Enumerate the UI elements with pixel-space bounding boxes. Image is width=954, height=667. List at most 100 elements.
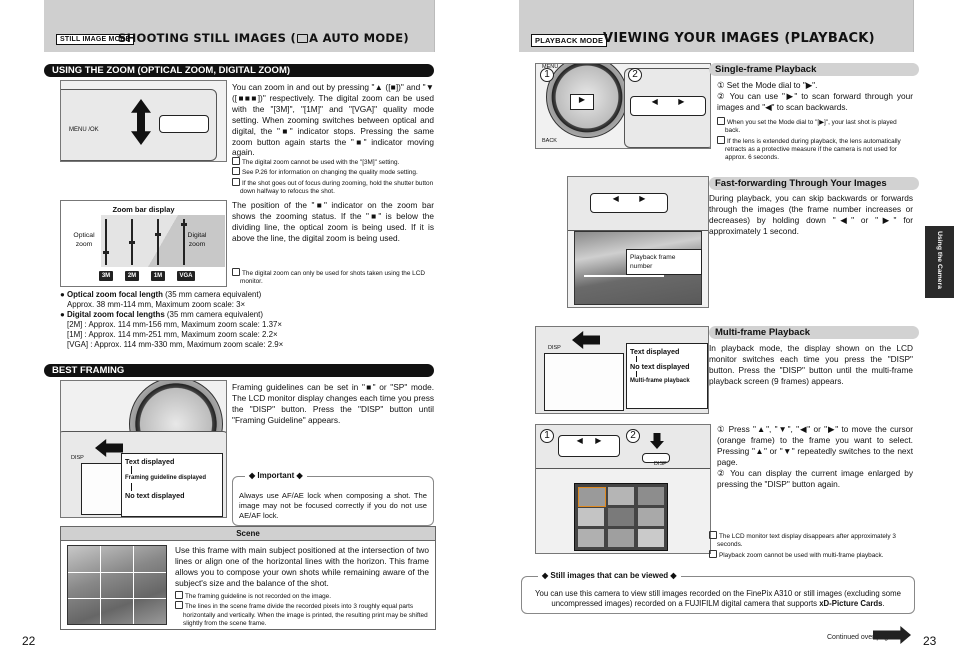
back-label: BACK bbox=[542, 138, 557, 144]
zoom-position-note: The digital zoom can only be used for sh… bbox=[232, 268, 434, 287]
single-frame-steps: ① Set the Mode dial to "▶". ② You can us… bbox=[717, 80, 913, 113]
step-1-marker: 1 bbox=[540, 429, 554, 443]
zoom-label-vga: VGA bbox=[177, 271, 195, 281]
title-part-b: A AUTO MODE) bbox=[309, 31, 409, 45]
multi-step-1: ① Press "▲", "▼", "◀" or "▶" to move the… bbox=[717, 424, 913, 467]
callout-framing-guideline: Framing guideline displayed bbox=[125, 475, 207, 481]
scene-title: Scene bbox=[61, 527, 435, 541]
thumbnail bbox=[578, 529, 604, 547]
zoom-position-description: The position of the "■" indicator on the… bbox=[232, 200, 434, 243]
zoom-notes: The digital zoom cannot be used with the… bbox=[232, 157, 434, 196]
xd-picture-cards-text: xD-Picture Cards bbox=[819, 599, 883, 608]
single-frame-illustration: ▶ ◀ ▶ 1 2 MENU BACK bbox=[535, 63, 711, 149]
scene-description: Use this frame with main subject positio… bbox=[175, 545, 429, 588]
scene-photo bbox=[67, 545, 167, 625]
optical-zoom-label: Optical zoom bbox=[73, 232, 95, 248]
zoom-label-1m: 1M bbox=[151, 271, 165, 281]
step-2-marker: 2 bbox=[628, 68, 642, 82]
callout-no-text: No text displayed bbox=[125, 491, 185, 500]
framing-callouts: Text displayed Framing guideline display… bbox=[121, 453, 223, 517]
thumbnail bbox=[638, 508, 664, 526]
zoom-button-illustration: MENU /OK bbox=[60, 80, 227, 162]
thumbnail-selected bbox=[578, 487, 606, 507]
scene-box: Scene Use this frame with main subject p… bbox=[60, 526, 436, 630]
best-framing-title: BEST FRAMING bbox=[44, 364, 434, 377]
note-icon bbox=[709, 549, 717, 558]
menu-ok-label: MENU /OK bbox=[69, 127, 99, 133]
digital-focal-value-1m: [1M] : Approx. 114 mm-251 mm, Maximum zo… bbox=[67, 330, 278, 339]
callout-connector bbox=[636, 371, 704, 377]
still-images-title: ◆ Still images that can be viewed ◆ bbox=[538, 571, 681, 581]
playback-mode-icon: ▶ bbox=[570, 94, 594, 110]
disp-press-arrow-icon bbox=[650, 433, 664, 449]
single-step-1: ① Set the Mode dial to "▶". bbox=[717, 80, 818, 90]
multi-frame-grid bbox=[574, 483, 668, 551]
zoom-indicator-4 bbox=[181, 223, 187, 226]
zoom-bar-3 bbox=[157, 219, 159, 265]
zoom-bar-display: Zoom bar display Optical zoom Digital zo… bbox=[60, 200, 227, 287]
focal-length-list: ● Optical zoom focal length (35 mm camer… bbox=[60, 290, 440, 350]
single-step-2: ② You can use "▶" to scan forward throug… bbox=[717, 90, 913, 112]
note-icon bbox=[717, 135, 725, 144]
right-page: PLAYBACK MODE VIEWING YOUR IMAGES (PLAYB… bbox=[477, 0, 954, 667]
thumbnail bbox=[608, 529, 634, 547]
zoom-description: You can zoom in and out by pressing "▲ (… bbox=[232, 82, 434, 158]
zoom-indicator-1 bbox=[103, 251, 109, 254]
left-header-band: STILL IMAGE MODE SHOOTING STILL IMAGES (… bbox=[44, 0, 435, 52]
callout-connector bbox=[636, 356, 704, 362]
step-1-marker: 1 bbox=[540, 68, 554, 82]
left-page-number: 22 bbox=[22, 634, 36, 648]
disp-label: DISP bbox=[548, 345, 561, 351]
frame-number-bar bbox=[584, 275, 664, 277]
multi-frame-description: In playback mode, the display shown on t… bbox=[709, 343, 913, 386]
playback-mode-tag: PLAYBACK MODE bbox=[531, 34, 608, 47]
zoom-note-1: The digital zoom cannot be used with the… bbox=[232, 157, 434, 167]
grid-line bbox=[68, 598, 166, 599]
four-way-button: ◀ ▶ bbox=[590, 193, 668, 213]
note-icon bbox=[232, 157, 240, 165]
fast-forward-title: Fast-forwarding Through Your Images bbox=[709, 177, 919, 190]
note-icon bbox=[232, 177, 240, 186]
disp-label: DISP bbox=[654, 461, 667, 467]
fast-forward-description: During playback, you can skip backwards … bbox=[709, 193, 913, 236]
important-title: ◆ Important ◆ bbox=[245, 471, 307, 481]
zoom-bar-1 bbox=[105, 219, 107, 265]
thumbnail bbox=[608, 487, 634, 505]
multi-frame-grid-illustration: ◀ ▶ 1 2 DISP bbox=[535, 424, 711, 554]
continued-arrow-icon bbox=[873, 626, 911, 644]
still-images-box: ◆ Still images that can be viewed ◆ You … bbox=[521, 571, 915, 614]
fast-forward-illustration: ◀ ▶ Playback frame number bbox=[567, 176, 709, 308]
zoom-label-2m: 2M bbox=[125, 271, 139, 281]
digital-focal-length: ● Digital zoom focal lengths (35 mm came… bbox=[60, 310, 263, 319]
callout-no-text: No text displayed bbox=[630, 362, 690, 371]
grid-line bbox=[133, 546, 134, 624]
scene-note-1: The framing guideline is not recorded on… bbox=[175, 591, 429, 601]
scene-notes: The framing guideline is not recorded on… bbox=[175, 591, 429, 628]
callout-connector bbox=[131, 466, 219, 474]
side-tab-using-camera: Using the Camera bbox=[925, 226, 954, 298]
zoom-note-2: See P.26 for information on changing the… bbox=[232, 167, 434, 177]
single-frame-title: Single-frame Playback bbox=[709, 63, 919, 76]
multi-frame-steps: ① Press "▲", "▼", "◀" or "▶" to move the… bbox=[717, 424, 913, 489]
note-icon bbox=[175, 601, 183, 610]
zoom-label-3m: 3M bbox=[99, 271, 113, 281]
callout-text-displayed: Text displayed bbox=[125, 457, 175, 466]
note-icon bbox=[717, 117, 725, 125]
zoom-bar-background bbox=[101, 215, 225, 267]
menu-label: MENU bbox=[542, 64, 559, 70]
right-page-title: VIEWING YOUR IMAGES (PLAYBACK) bbox=[603, 31, 875, 46]
disp-arrow-icon bbox=[572, 331, 600, 349]
four-way-button: ◀ ▶ bbox=[630, 96, 706, 116]
right-page-number: 23 bbox=[923, 634, 937, 648]
framing-illustration: DISP Text displayed Framing guideline di… bbox=[60, 380, 227, 518]
note-icon bbox=[232, 268, 240, 276]
multi-note-1: The LCD monitor text display disappears … bbox=[709, 531, 913, 550]
zoom-indicator-3 bbox=[155, 233, 161, 236]
grid-line bbox=[100, 546, 101, 624]
note-icon bbox=[232, 167, 240, 176]
multi-frame-callouts: Text displayed No text displayed Multi-f… bbox=[626, 343, 708, 409]
digital-zoom-label: Digital zoom bbox=[187, 232, 207, 248]
zoom-note-3: If the shot goes out of focus during zoo… bbox=[232, 177, 434, 197]
optical-focal-value: Approx. 38 mm-114 mm, Maximum zoom scale… bbox=[67, 300, 246, 309]
up-down-arrow-icon bbox=[131, 99, 151, 145]
